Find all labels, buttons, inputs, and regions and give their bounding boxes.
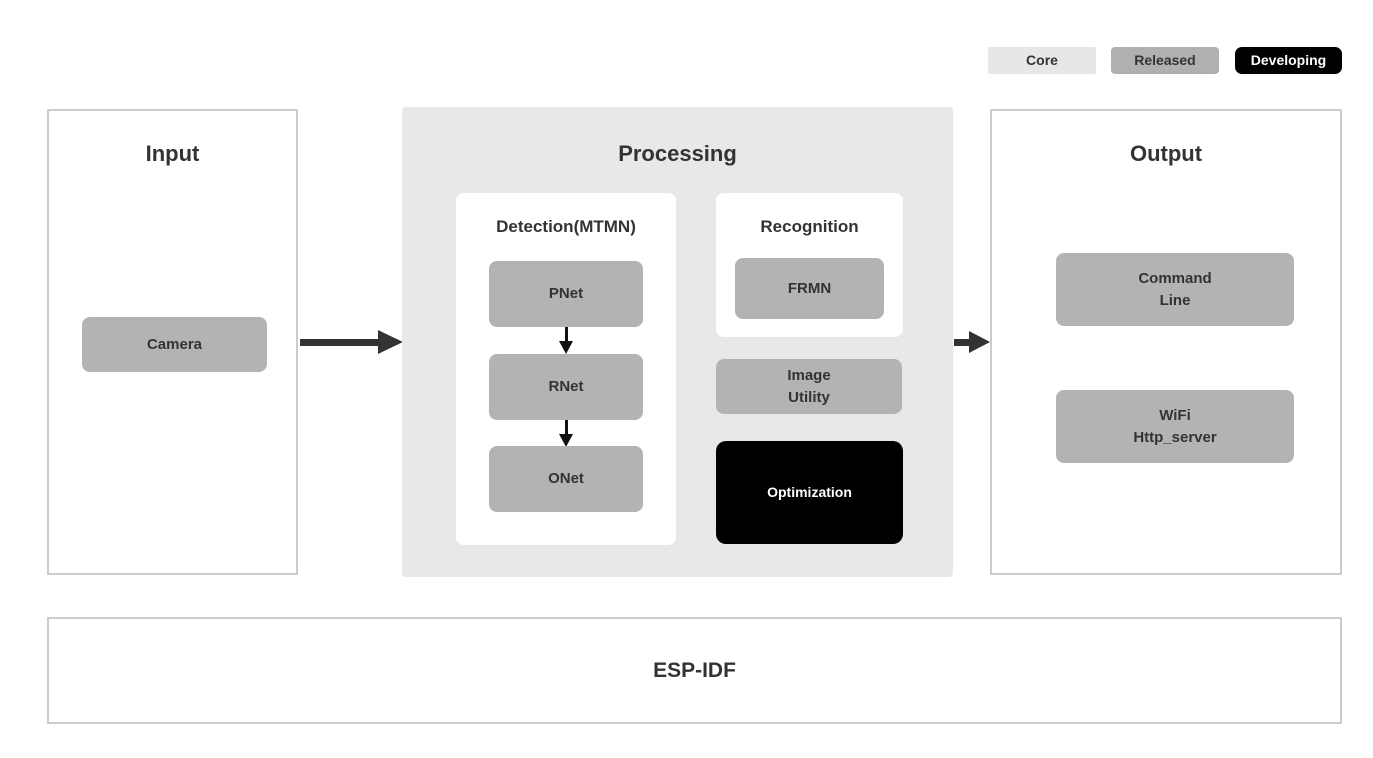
arrow-down-head-icon [559,434,573,447]
pnet-node: PNet [489,261,643,327]
processing-section: Processing Detection(MTMN) PNet RNet ONe… [402,107,953,577]
output-section: Output Command Line WiFi Http_server [990,109,1342,575]
arrow-right-head-icon [969,331,990,353]
frmn-node: FRMN [735,258,884,319]
camera-node: Camera [82,317,267,372]
legend-developing-badge: Developing [1235,47,1342,74]
arrow-down-icon [565,327,568,343]
output-section-title: Output [1129,141,1203,166]
input-section-title: Input [145,141,200,166]
esp-idf-title: ESP-IDF [653,658,736,682]
image-utility-node: Image Utility [716,359,902,414]
optimization-node: Optimization [716,441,903,544]
processing-section-title: Processing [618,141,737,166]
arrow-down-head-icon [559,341,573,354]
arrow-right-head-icon [378,330,403,354]
legend-core-badge: Core [988,47,1096,74]
arrow-right-icon [954,339,971,346]
detection-panel: Detection(MTMN) PNet RNet ONet [456,193,676,545]
wifi-http-server-node: WiFi Http_server [1056,390,1294,463]
recognition-panel-title: Recognition [760,217,859,236]
input-section: Input Camera [47,109,298,575]
rnet-node: RNet [489,354,643,420]
legend-released-badge: Released [1111,47,1219,74]
esp-idf-section: ESP-IDF [47,617,1342,724]
onet-node: ONet [489,446,643,512]
arrow-down-icon [565,420,568,436]
command-line-node: Command Line [1056,253,1294,326]
arrow-right-icon [300,339,380,346]
recognition-panel: Recognition FRMN [716,193,903,337]
detection-panel-title: Detection(MTMN) [496,217,636,236]
